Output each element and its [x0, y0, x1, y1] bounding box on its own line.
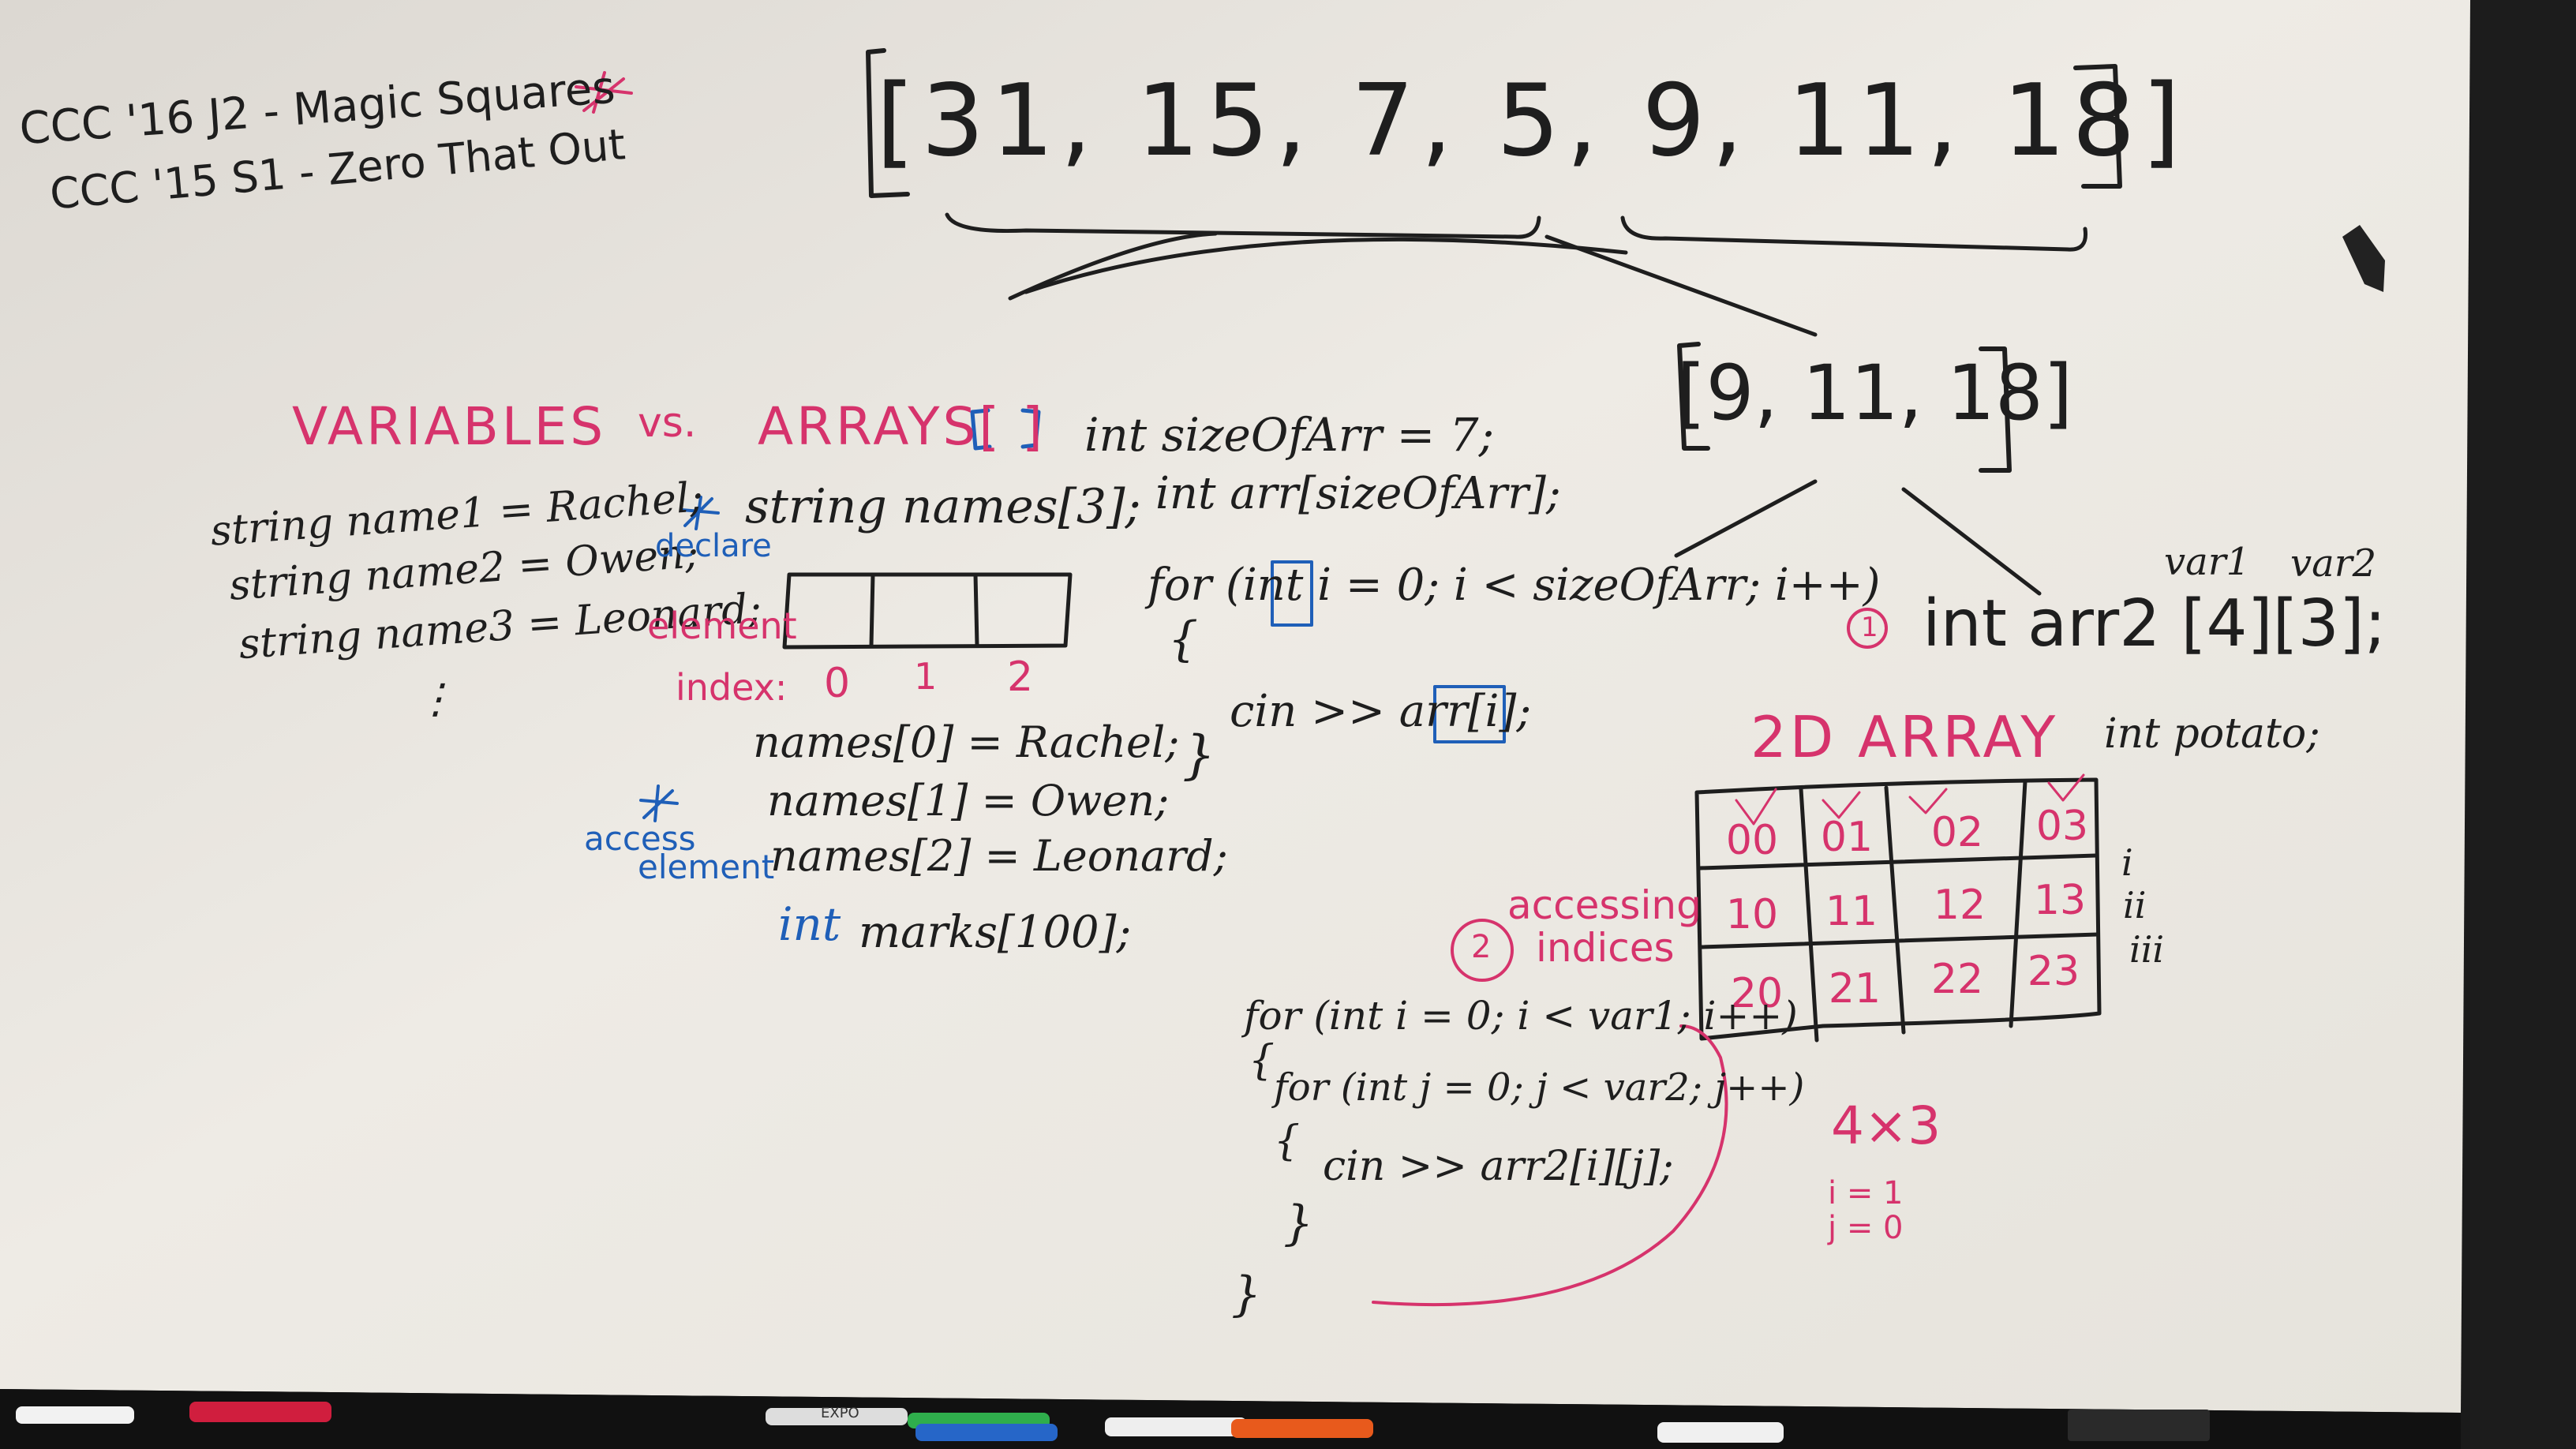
var2-label: var2 [2290, 541, 2377, 586]
nested-for-inner: for (int j = 0; j < var2; j++) [1274, 1065, 1805, 1110]
grid-cell: 23 [2027, 948, 2080, 995]
element-label: element [647, 605, 797, 647]
circle-one-label: 1 [1861, 612, 1878, 643]
index-1: 1 [914, 655, 938, 698]
grid-cell: 01 [1820, 814, 1874, 861]
nested-open-inner: { [1274, 1118, 1301, 1165]
variables-heading: VARIABLES [292, 396, 607, 457]
grid-cell: 13 [2033, 877, 2087, 924]
access-label: access [584, 819, 696, 858]
dimensions-label: 4×3 [1831, 1095, 1941, 1156]
marks-line: marks[100]; [859, 907, 1132, 958]
grid-cell: 03 [2035, 803, 2089, 850]
i-value: i = 1 [1828, 1175, 1904, 1211]
eraser-icon [2342, 225, 2385, 292]
var1-label: var1 [2164, 540, 2251, 584]
assign-line-3: names[2] = Leonard; [770, 831, 1228, 881]
access-element-label: element [638, 848, 775, 886]
nested-close-outer: } [1231, 1267, 1262, 1322]
nested-open-outer: { [1249, 1037, 1275, 1084]
indices-label: indices [1536, 925, 1675, 971]
potato-line: int potato; [2104, 710, 2320, 758]
grid-cell: 20 [1730, 970, 1784, 1017]
grid-cell: 02 [1930, 809, 1984, 856]
grid-cell: 11 [1825, 888, 1878, 935]
cin-line: cin >> arr[i]; [1230, 686, 1532, 737]
marker-tray [16, 1402, 2210, 1443]
index-0: 0 [824, 660, 851, 707]
row-label-3: iii [2129, 928, 2165, 971]
declare-code: string names[3]; [745, 479, 1141, 534]
variable-ellipsis: ⋮ [415, 676, 456, 723]
for-open-brace: { [1168, 612, 1199, 667]
nested-cin-line: cin >> arr2[i][j]; [1323, 1143, 1674, 1190]
row-label-1: i [2121, 841, 2133, 884]
nested-close-inner: } [1283, 1196, 1314, 1251]
for-close-brace: } [1182, 724, 1215, 785]
marker-brand-label: EXPO [821, 1405, 859, 1421]
circle-two-label: 2 [1471, 929, 1492, 965]
twod-array-heading: 2D ARRAY [1750, 704, 2059, 770]
grid-cell: 10 [1725, 891, 1779, 938]
assign-line-2: names[1] = Owen; [767, 776, 1170, 826]
arr-decl-line: int arr[sizeOfArr]; [1155, 468, 1561, 519]
nested-for-outer: for (int i = 0; i < var1; i++) [1244, 993, 1798, 1039]
int-keyword: int [778, 897, 841, 951]
arr2-decl: int arr2 [4][3]; [1923, 586, 2387, 661]
sub-array: [9, 11, 18] [1676, 349, 2073, 437]
size-line: int sizeOfArr = 7; [1084, 408, 1495, 462]
index-label: index: [676, 666, 788, 709]
top-array: [31, 15, 7, 5, 9, 11, 18] [876, 62, 2187, 178]
for-line: for (int i = 0; i < sizeOfArr; i++) [1148, 560, 1881, 611]
grid-cell: 22 [1930, 956, 1984, 1003]
arrays-heading: ARRAYS[ ] [758, 396, 1046, 457]
declare-label: declare [655, 528, 772, 564]
assign-line-1: names[0] = Rachel; [753, 717, 1180, 767]
vs-label: vs. [638, 399, 697, 447]
grid-cell: 12 [1933, 882, 1986, 929]
grid-cell: 00 [1725, 817, 1779, 864]
grid-cell: 21 [1828, 965, 1881, 1013]
row-label-2: ii [2123, 884, 2147, 927]
accessing-label: accessing [1507, 882, 1702, 928]
j-value: j = 0 [1828, 1210, 1904, 1246]
index-2: 2 [1007, 653, 1034, 701]
